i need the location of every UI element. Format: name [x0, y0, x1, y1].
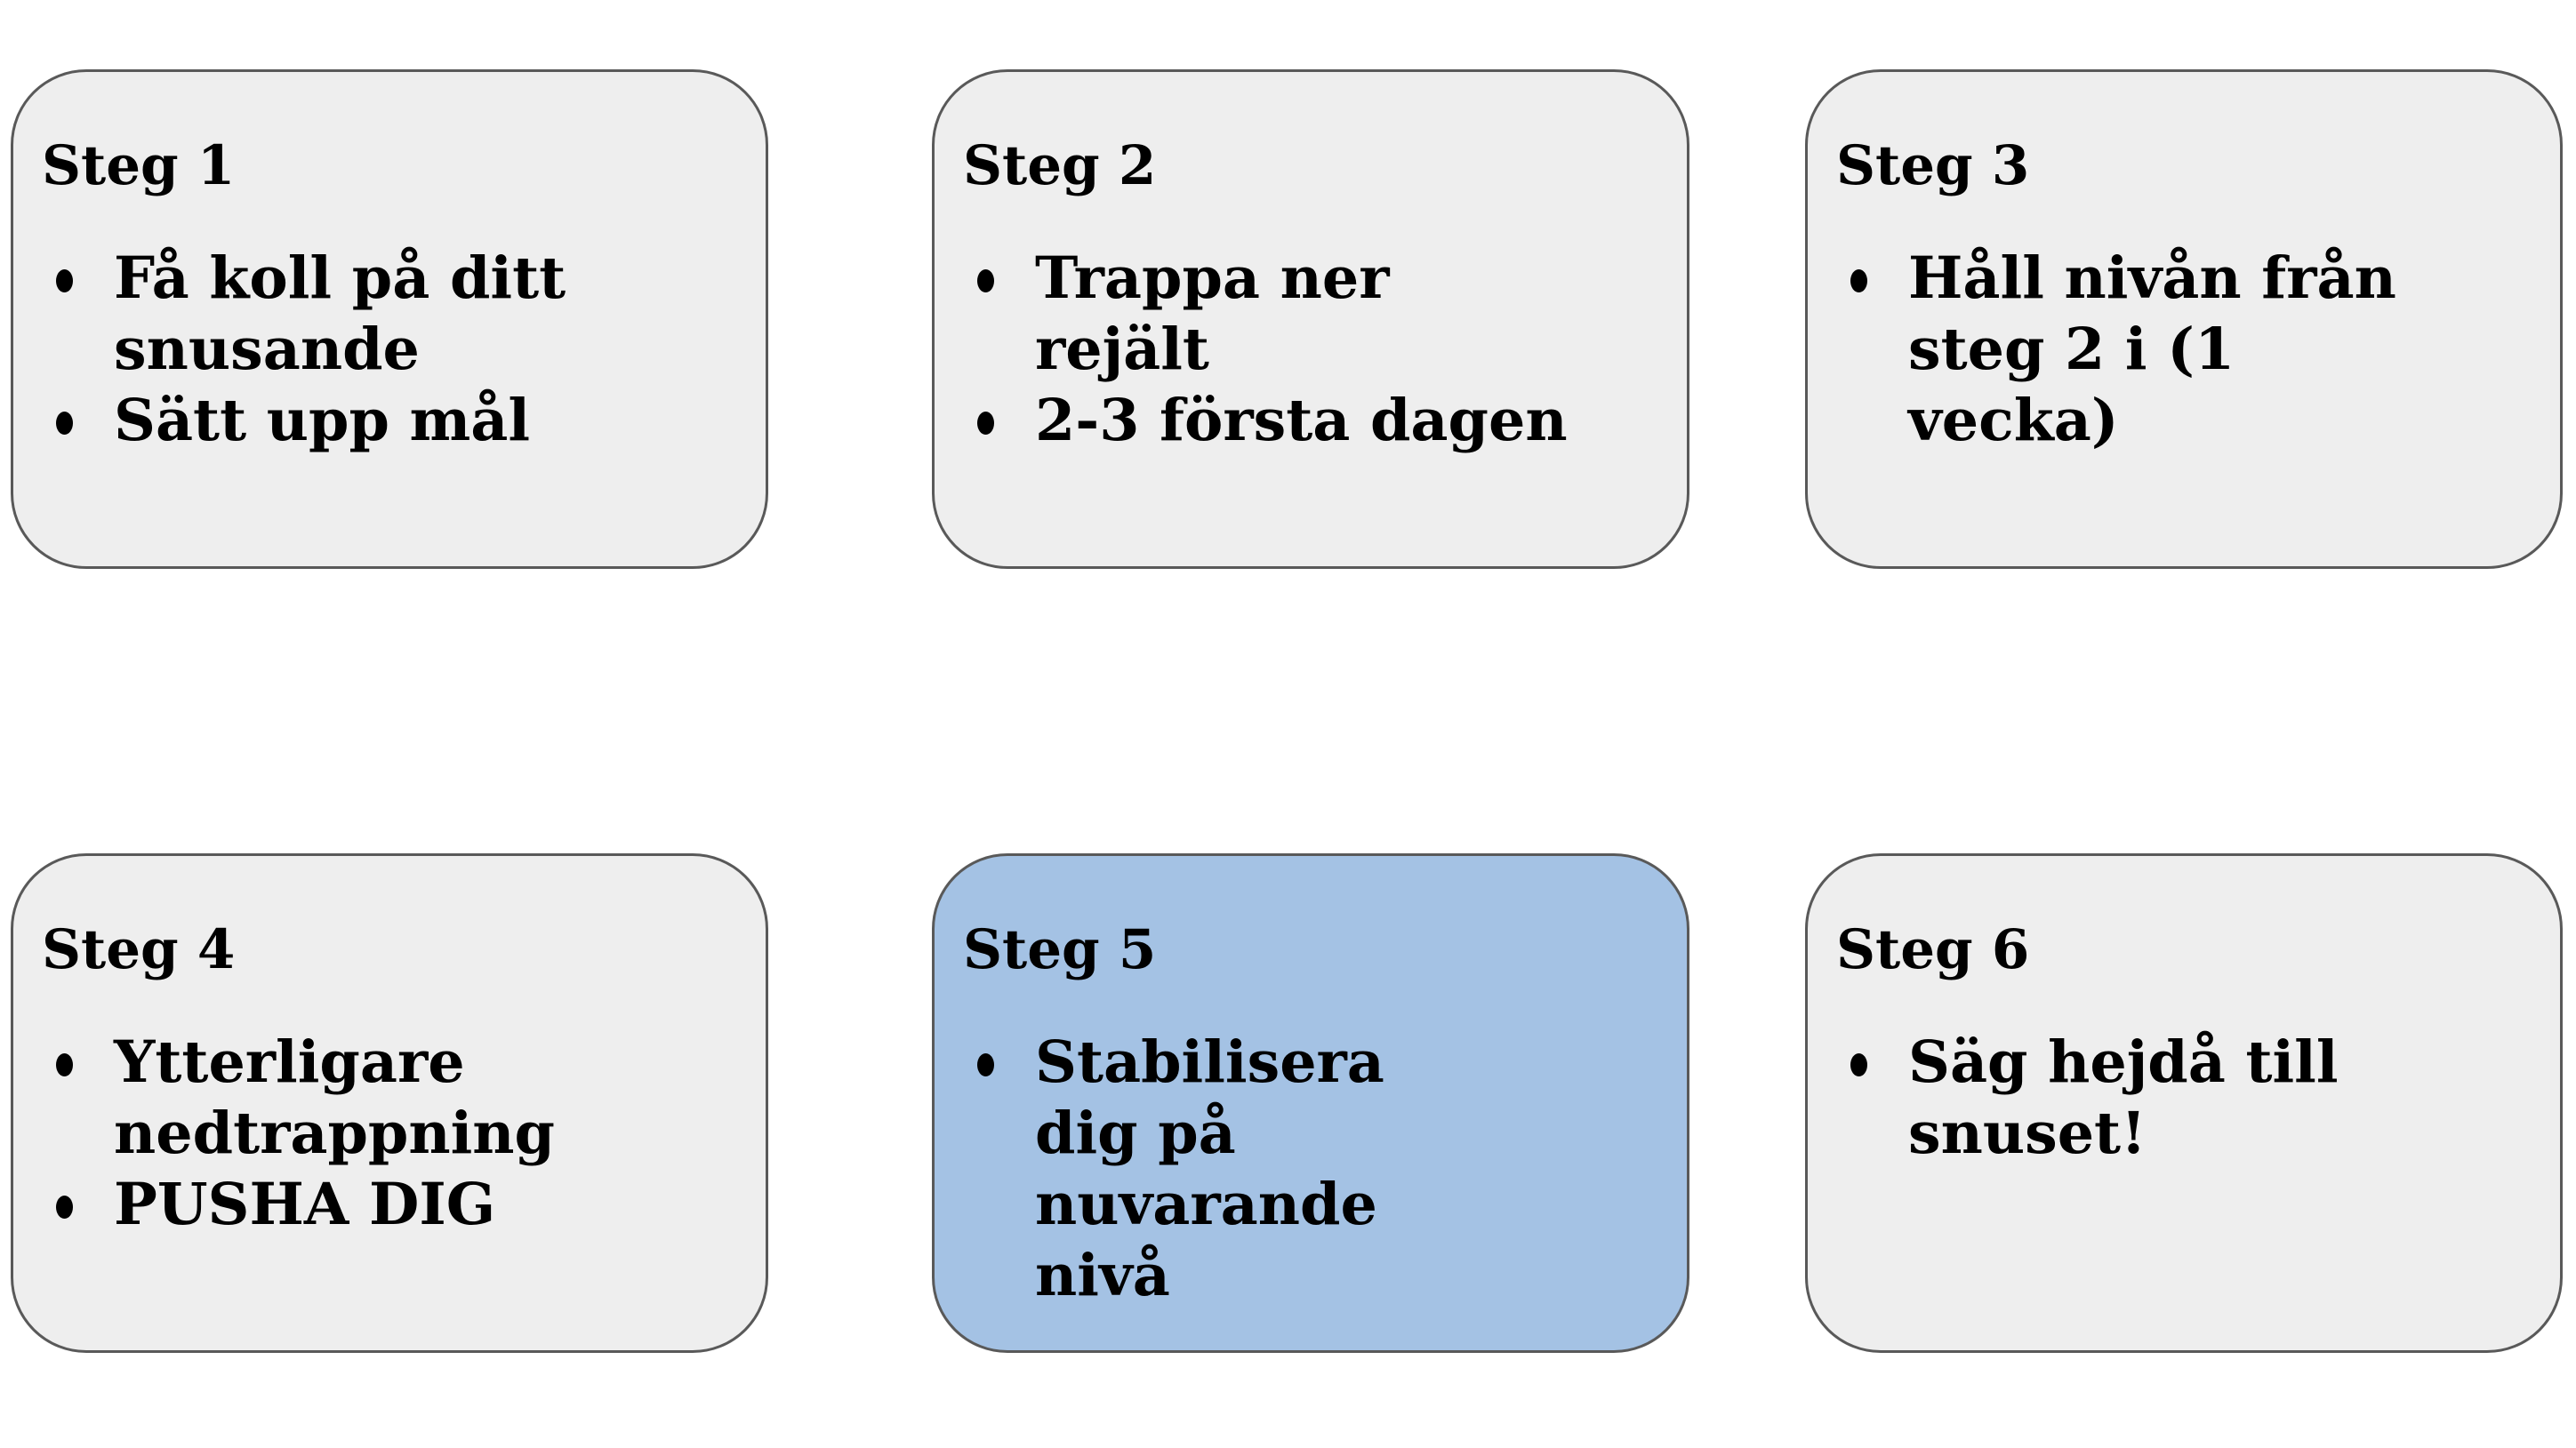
- bullet-icon: [56, 412, 73, 435]
- step-card-5: Steg 5 Stabilisera dig på nuvarande nivå: [932, 853, 1689, 1353]
- step-card-6: Steg 6 Säg hejdå till snuset!: [1805, 853, 2563, 1353]
- list-item: Sätt upp mål: [42, 385, 734, 456]
- step-card-title: Steg 2: [963, 134, 1157, 197]
- list-item-text: Få koll på ditt snusande: [114, 244, 566, 383]
- list-item-text: Säg hejdå till snuset!: [1908, 1028, 2339, 1167]
- step-card-title: Steg 5: [963, 918, 1157, 981]
- list-item: Säg hejdå till snuset!: [1836, 1027, 2528, 1169]
- list-item: PUSHA DIG: [42, 1169, 734, 1240]
- step-card-title: Steg 4: [42, 918, 236, 981]
- bullet-icon: [56, 269, 73, 292]
- step-card-list: Säg hejdå till snuset!: [1836, 1027, 2528, 1169]
- list-item: 2-3 första dagen: [963, 385, 1655, 456]
- list-item: Stabilisera dig på nuvarande nivå: [963, 1027, 1655, 1311]
- list-item-text: Ytterligare nedtrappning: [114, 1028, 556, 1167]
- list-item-text: Trappa ner rejält: [1035, 244, 1390, 383]
- bullet-icon: [56, 1053, 73, 1076]
- step-card-title: Steg 3: [1836, 134, 2030, 197]
- step-card-title: Steg 6: [1836, 918, 2030, 981]
- list-item-text: 2-3 första dagen: [1035, 387, 1568, 454]
- bullet-icon: [1850, 1053, 1867, 1076]
- bullet-icon: [977, 412, 994, 435]
- list-item: Ytterligare nedtrappning: [42, 1027, 734, 1169]
- bullet-icon: [977, 269, 994, 292]
- step-card-list: Håll nivån från steg 2 i (1 vecka): [1836, 243, 2528, 456]
- list-item-text: Håll nivån från steg 2 i (1 vecka): [1908, 244, 2396, 454]
- list-item: Håll nivån från steg 2 i (1 vecka): [1836, 243, 2528, 456]
- bullet-icon: [1850, 269, 1867, 292]
- step-card-3: Steg 3 Håll nivån från steg 2 i (1 vecka…: [1805, 69, 2563, 569]
- list-item-text: PUSHA DIG: [114, 1171, 496, 1238]
- step-card-list: Stabilisera dig på nuvarande nivå: [963, 1027, 1655, 1311]
- step-card-title: Steg 1: [42, 134, 236, 197]
- bullet-icon: [56, 1196, 73, 1219]
- list-item-text: Stabilisera dig på nuvarande nivå: [1035, 1028, 1384, 1309]
- list-item: Få koll på ditt snusande: [42, 243, 734, 385]
- bullet-icon: [977, 1053, 994, 1076]
- list-item: Trappa ner rejält: [963, 243, 1655, 385]
- list-item-text: Sätt upp mål: [114, 387, 531, 454]
